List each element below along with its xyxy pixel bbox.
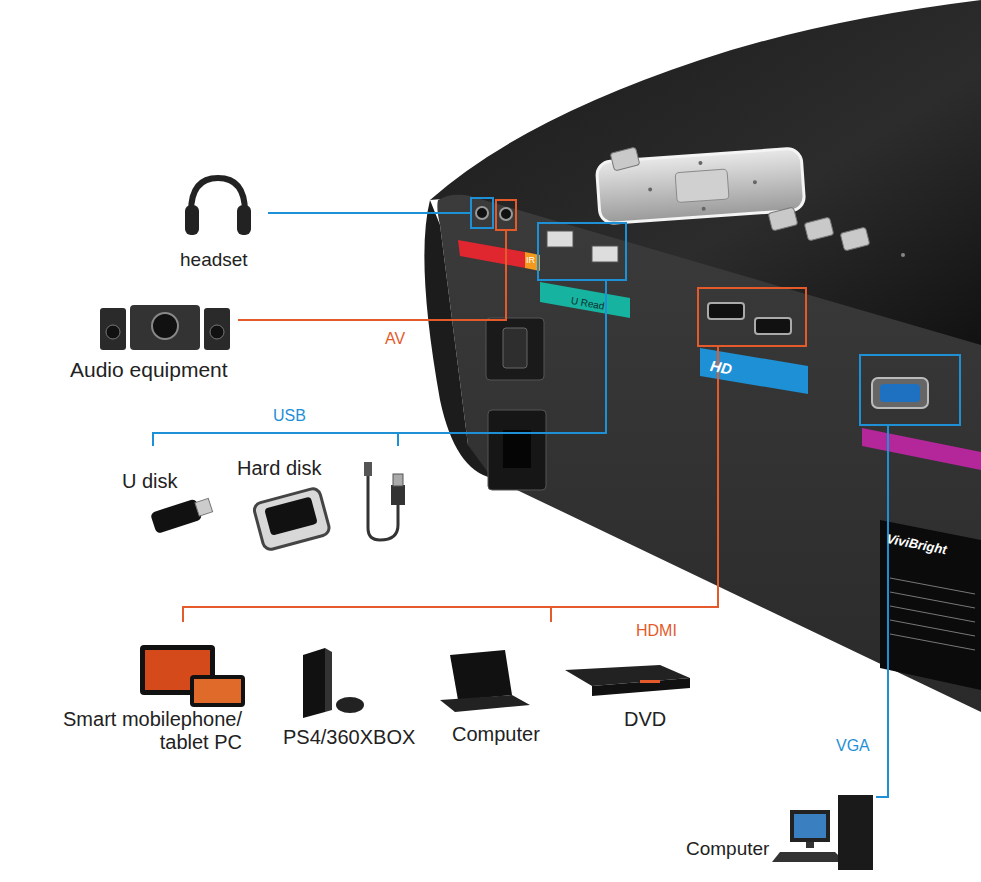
laptop-icon bbox=[440, 650, 530, 712]
device-label: DVD bbox=[624, 708, 666, 731]
connector-label: AV bbox=[385, 330, 405, 348]
port-label: U Read bbox=[570, 295, 605, 312]
device-label: PS4/360XBOX bbox=[283, 726, 415, 749]
buttons bbox=[610, 147, 870, 251]
device-label: U disk bbox=[122, 470, 178, 493]
device-label: Hard disk bbox=[237, 457, 321, 480]
port-label: HD bbox=[709, 357, 733, 378]
projector-back-panel bbox=[437, 195, 981, 712]
leader-lines bbox=[153, 213, 888, 797]
connector-label: VGA bbox=[836, 737, 870, 755]
device-label: Computer bbox=[686, 838, 769, 860]
port-label: IR bbox=[526, 255, 535, 265]
device-label: Audio equipment bbox=[70, 358, 228, 382]
brand-label: ViviBright bbox=[885, 532, 948, 558]
dvd-player-icon bbox=[565, 665, 690, 696]
tablet-icon bbox=[140, 645, 245, 707]
projector-side bbox=[424, 200, 492, 478]
device-label: Smart mobilephone/ tablet PC bbox=[10, 708, 242, 754]
usb-cable-icon bbox=[364, 462, 405, 540]
usb-stick-icon bbox=[150, 495, 214, 534]
speaker-icon bbox=[100, 305, 230, 350]
console-icon bbox=[303, 648, 364, 718]
hard-disk-icon bbox=[253, 487, 331, 551]
headset-icon bbox=[185, 178, 251, 235]
device-label: Computer bbox=[452, 723, 540, 746]
device-label: headset bbox=[180, 249, 248, 271]
connector-label: HDMI bbox=[636, 622, 677, 640]
desktop-computer-icon bbox=[772, 795, 873, 870]
connector-label: USB bbox=[273, 407, 306, 425]
